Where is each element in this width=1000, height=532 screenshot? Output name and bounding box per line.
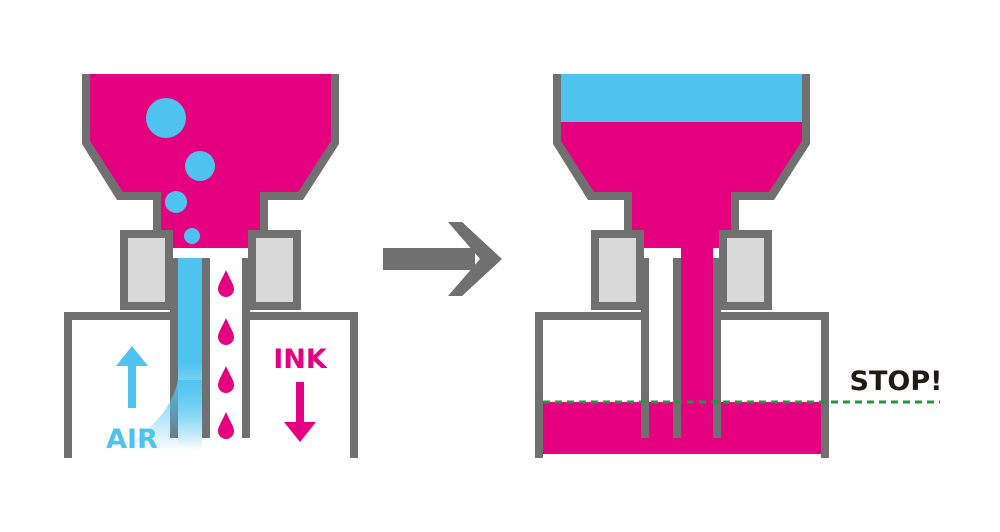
ink-bottle-right	[553, 74, 810, 248]
ink-drop-icon	[218, 366, 234, 393]
tube-wall-left	[641, 258, 649, 438]
collar-left-fill	[128, 238, 165, 302]
tube-air-empty	[649, 258, 673, 402]
ink-drops	[218, 270, 234, 439]
right-panel: STOP!	[535, 74, 943, 458]
ink-tube-wall-right	[242, 258, 250, 438]
air-bubble-icon	[185, 151, 215, 181]
air-tube-wall-left	[170, 258, 178, 438]
air-spread	[120, 380, 202, 452]
collar-right-fill	[727, 238, 764, 302]
ink-drop-icon	[218, 270, 234, 297]
reservoir-wall-left	[64, 312, 358, 458]
air-label: AIR	[106, 424, 158, 455]
arrow-down-icon	[284, 382, 316, 442]
tube-divider	[202, 258, 210, 438]
air-bubble-icon	[165, 191, 187, 213]
ink-label: INK	[273, 344, 328, 375]
tubes-right	[641, 248, 721, 438]
collar-right-fill	[256, 238, 293, 302]
tubes-left	[120, 258, 250, 452]
reservoir-wall-right	[535, 312, 829, 458]
tube-wall-right	[713, 258, 721, 438]
air-bubble-icon	[146, 98, 186, 138]
neck-collar-right	[591, 230, 772, 310]
arrow-up-icon	[116, 346, 148, 408]
ink-tube-flow	[681, 248, 713, 438]
collar-left-fill	[599, 238, 636, 302]
tube-divider	[673, 258, 681, 438]
stop-label: STOP!	[850, 366, 943, 397]
arrow-right-icon	[383, 222, 502, 296]
left-panel: AIR INK	[64, 74, 358, 458]
air-bubbles	[146, 98, 215, 244]
neck-collar-left	[120, 230, 301, 310]
bottle-air-space	[561, 74, 802, 122]
air-bubble-icon	[184, 228, 200, 244]
ink-drop-icon	[218, 412, 234, 439]
ink-drop-icon	[218, 318, 234, 345]
